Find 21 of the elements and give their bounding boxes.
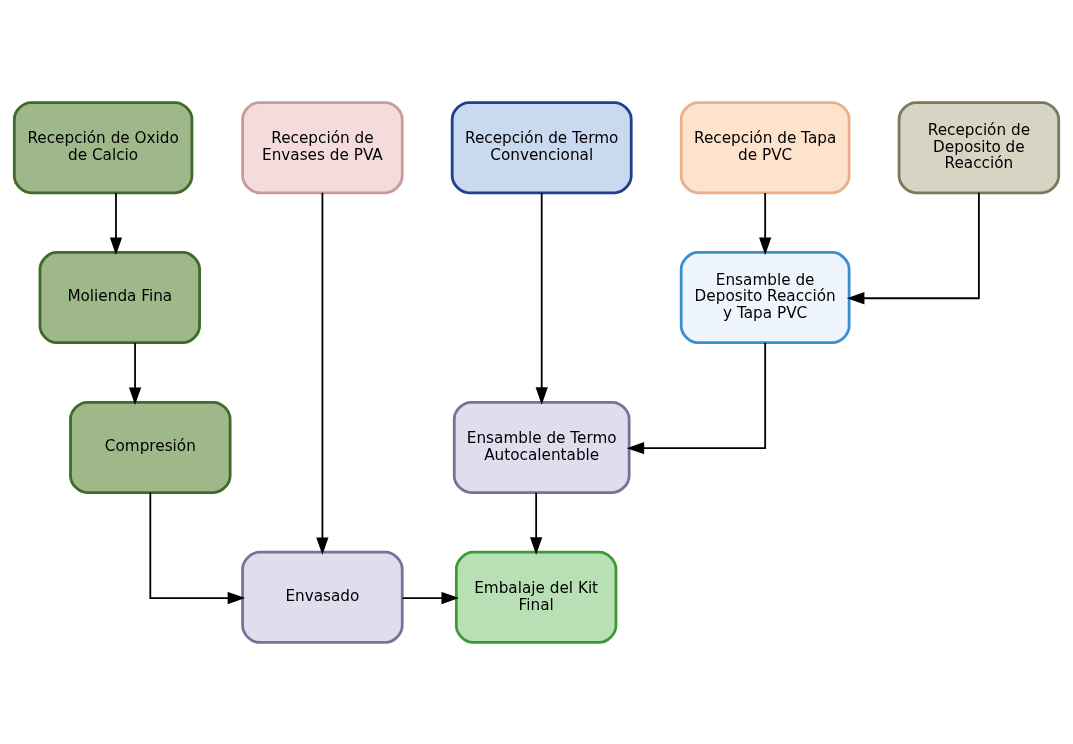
arrow [128,341,142,405]
node-box: Recepción de Tapa de PVC [679,100,851,194]
node-box: Recepción de Termo Convencional [450,100,633,194]
node-box: Compresión [69,400,232,494]
node-box: Recepción de Oxido de Calcio [12,100,194,194]
arrow [316,191,329,555]
node-box: Recepción de Envases de PVA [241,100,404,194]
node-box: Molienda Fina [38,250,201,344]
arrow [530,491,543,555]
arrow [535,191,548,405]
arrow [846,191,980,304]
node-box: Embalaje del Kit Final [454,550,618,644]
arrow [759,191,772,255]
node-box: Ensamble de Termo Autocalentable [452,400,631,494]
arrow [626,341,767,454]
arrow [401,591,459,604]
node-box: Recepción de Deposito de Reacción [897,100,1061,194]
arrow [109,191,123,255]
node-box: Envasado [241,550,404,644]
arrow [149,491,246,604]
node-box: Ensamble de Deposito Reacción y Tapa PVC [679,250,851,344]
